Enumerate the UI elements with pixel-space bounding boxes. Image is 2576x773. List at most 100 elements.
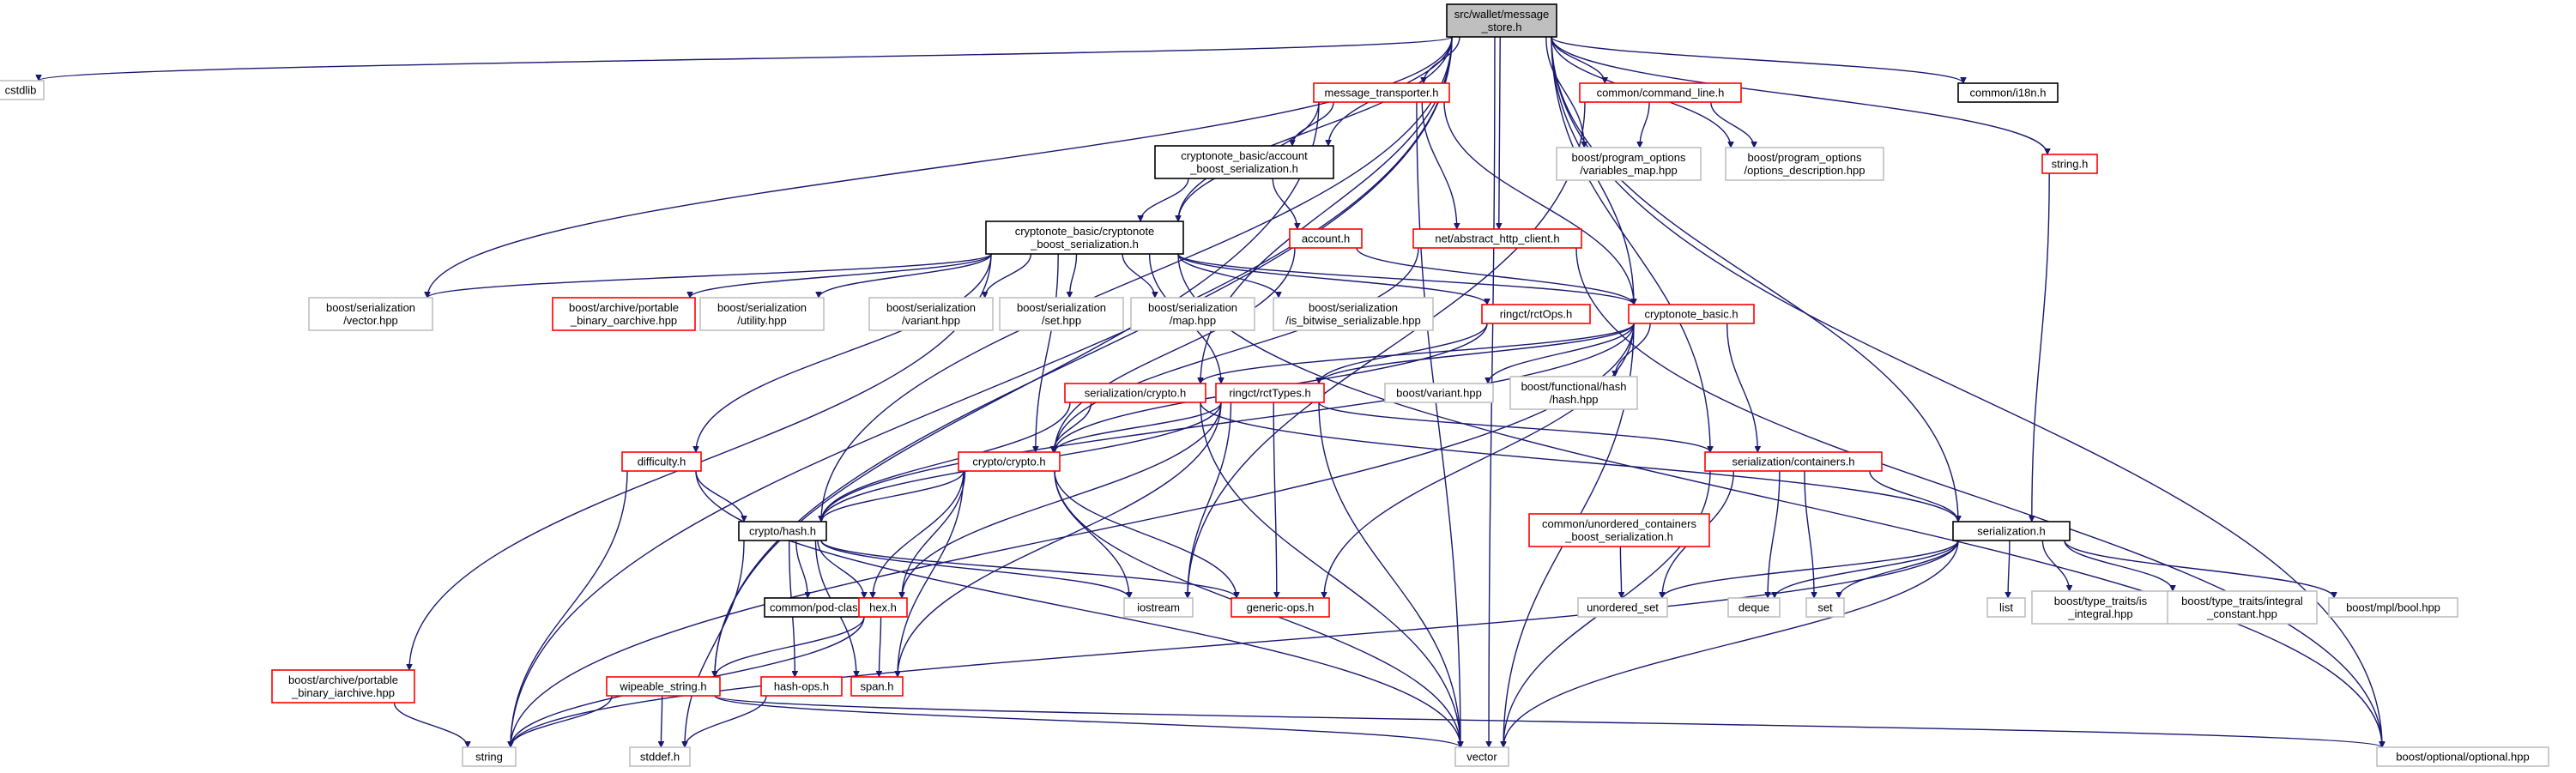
node-span-h[interactable]: span.h (850, 676, 904, 697)
node-message-transporter[interactable]: message_transporter.h (1313, 82, 1450, 103)
node-label: _integral.hpp (2067, 607, 2132, 620)
edge-ser_crypto-to-crypto_hash (821, 402, 1071, 522)
node-cn-boost[interactable]: cryptonote_basic/cryptonote_boost_serial… (985, 220, 1184, 255)
node-deque: deque (1727, 597, 1781, 618)
node-account-boost[interactable]: cryptonote_basic/account_boost_serializa… (1154, 145, 1334, 179)
edge-ser_crypto-to-vector (1200, 402, 1460, 747)
node-ser-crypto[interactable]: serialization/crypto.h (1064, 383, 1206, 403)
node-bs-map: boost/serialization/map.hpp (1130, 297, 1255, 331)
node-label: generic-ops.h (1247, 601, 1315, 614)
node-label: set (1817, 601, 1833, 614)
node-label: boost/archive/portable (569, 301, 679, 314)
node-box (1130, 297, 1255, 331)
node-account-h[interactable]: account.h (1289, 228, 1363, 249)
edge-cn_boost-to-bs_variant (985, 253, 1032, 299)
node-label: wipeable_string.h (619, 680, 706, 693)
edge-serialization_h-to-deque (1775, 540, 1959, 599)
edge-portable_iarchive-to-string (393, 702, 469, 748)
node-command-line[interactable]: common/command_line.h (1579, 82, 1742, 103)
node-label: cryptonote_basic/cryptonote (1015, 225, 1155, 238)
node-rctOps[interactable]: ringct/rctOps.h (1481, 304, 1591, 324)
node-label: deque (1738, 601, 1769, 614)
edge-root-to-cn_boost (1178, 36, 1453, 221)
node-label: _binary_iarchive.hpp (291, 686, 395, 699)
node-integral-constant: boost/type_traits/integral_constant.hpp (2167, 590, 2318, 625)
edge-message_transporter-to-vector (1416, 101, 1460, 747)
edge-cn_boost-to-crypto_crypto (1036, 253, 1059, 452)
edge-serialization_h-to-set (1839, 540, 1959, 599)
node-label: message_transporter.h (1325, 87, 1439, 100)
node-portable-oarchive[interactable]: boost/archive/portable_binary_oarchive.h… (552, 297, 696, 331)
node-cn-basic[interactable]: cryptonote_basic.h (1628, 304, 1755, 324)
node-box (0, 80, 45, 100)
node-string-h[interactable]: string.h (2041, 154, 2098, 174)
node-mpl-bool: boost/mpl/bool.hpp (2328, 597, 2458, 618)
edge-cn_basic-to-crypto_hash (821, 323, 1635, 522)
node-label: boost/serialization (886, 301, 976, 314)
node-string: string (462, 746, 517, 767)
node-box (868, 297, 994, 331)
node-rctTypes[interactable]: ringct/rctTypes.h (1215, 383, 1325, 403)
node-stddef: stddef.h (629, 746, 691, 767)
edge-wipeable_string-to-optional (714, 695, 2382, 748)
node-label: account.h (1302, 233, 1350, 245)
node-ser-containers[interactable]: serialization/containers.h (1704, 451, 1883, 472)
node-is-integral: boost/type_traits/is_integral.hpp (2031, 590, 2170, 625)
node-hash-ops[interactable]: hash-ops.h (760, 676, 843, 697)
node-label: src/wallet/message (1454, 8, 1550, 21)
node-difficulty[interactable]: difficulty.h (621, 451, 702, 472)
node-label: vector (1466, 751, 1497, 764)
node-i18n[interactable]: common/i18n.h (1957, 82, 2059, 103)
node-box (1289, 228, 1363, 249)
node-label: _binary_oarchive.hpp (570, 314, 677, 327)
node-options-description: boost/program_options/options_descriptio… (1725, 147, 1884, 181)
node-box (1231, 597, 1330, 618)
edge-rctTypes-to-ser_containers (1318, 402, 1710, 453)
edge-serialization_h-to-string (511, 540, 1959, 747)
edge-root-to-cstdlib (39, 36, 1453, 82)
node-label: /hash.hpp (1549, 393, 1598, 406)
node-crypto-hash[interactable]: crypto/hash.h (738, 521, 827, 541)
edge-difficulty-to-string (511, 470, 628, 747)
node-crypto-crypto[interactable]: crypto/crypto.h (958, 451, 1061, 472)
node-bs-utility: boost/serialization/utility.hpp (699, 297, 825, 331)
edge-cn_boost-to-difficulty (696, 253, 992, 452)
node-generic-ops[interactable]: generic-ops.h (1231, 597, 1330, 618)
edge-wipeable_string-to-stddef (661, 695, 662, 747)
node-box (1957, 82, 2059, 103)
edge-crypto_hash-to-iostream (820, 540, 1129, 599)
node-box (958, 451, 1061, 472)
edge-cn_basic-to-rctTypes (1319, 323, 1635, 384)
node-box (1412, 228, 1582, 249)
node-hex-h[interactable]: hex.h (858, 597, 908, 618)
node-root[interactable]: src/wallet/message_store.h (1446, 3, 1557, 38)
edge-message_transporter-to-cn_basic (1443, 101, 1634, 305)
node-abstract-http[interactable]: net/abstract_http_client.h (1412, 228, 1582, 249)
edge-cn_boost-to-rctOps (1177, 253, 1487, 305)
node-label: iostream (1137, 601, 1180, 614)
edge-cn_boost-to-bs_set (1069, 253, 1078, 298)
edge-cn_boost-to-optional (1177, 253, 2382, 747)
node-label: string.h (2052, 158, 2089, 171)
node-box (1628, 304, 1755, 324)
edge-cn_basic-to-ser_crypto (1200, 323, 1635, 384)
node-label: /options_description.hpp (1745, 164, 1865, 177)
edge-cn_basic-to-ser_containers (1726, 323, 1758, 452)
node-box (2376, 746, 2549, 767)
edge-cn_boost-to-portable_oarchive (690, 253, 992, 299)
edge-rctTypes-to-span_h (898, 402, 1222, 677)
node-label: hash-ops.h (774, 680, 829, 693)
node-box (1727, 597, 1781, 618)
node-unordered-containers[interactable]: common/unordered_containers_boost_serial… (1528, 513, 1710, 547)
node-label: _constant.hpp (2206, 607, 2277, 620)
node-portable-iarchive[interactable]: boost/archive/portable_binary_iarchive.h… (271, 669, 415, 704)
node-label: boost/type_traits/is (2054, 595, 2148, 607)
edge-ser_containers-to-serialization_h (1869, 470, 1958, 522)
edge-rctTypes-to-iostream (1188, 402, 1232, 598)
edge-hex_h-to-wipeable_string (715, 616, 865, 678)
edge-command_line-to-iostream (1188, 101, 1586, 598)
node-serialization-h[interactable]: serialization.h (1952, 521, 2071, 541)
node-wipeable-string[interactable]: wipeable_string.h (606, 676, 721, 697)
node-label: boost/serialization (326, 301, 415, 314)
